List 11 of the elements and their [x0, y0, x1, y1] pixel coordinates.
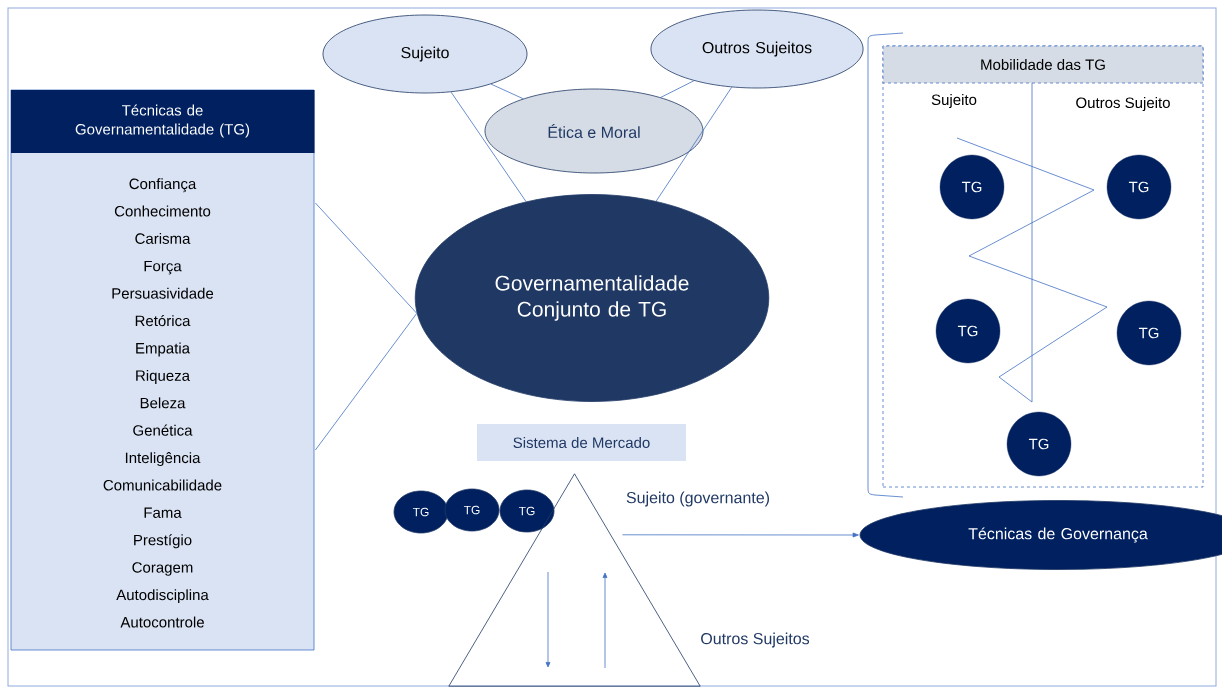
side-label: Outros Sujeitos [701, 632, 810, 648]
side-label: Sujeito (governante) [626, 491, 769, 507]
connector-line [660, 80, 695, 98]
connector-line [655, 86, 733, 202]
connector-line [450, 91, 527, 202]
connector-line [315, 202, 418, 314]
connector-line [315, 312, 418, 451]
list-box: Técnicas de Governamentalidade (TG) Confiança Conhecimento Carisma Força Persuasividade Retórica Empatia Riqueza Beleza Genética Inteligência Comunicabilidade Fama Prestígio Coragem Autodisciplina Autocontrole [10, 89, 315, 651]
label-box: Sistema de Mercado [477, 424, 686, 461]
arrow [622, 532, 859, 538]
connector-line [490, 83, 524, 100]
